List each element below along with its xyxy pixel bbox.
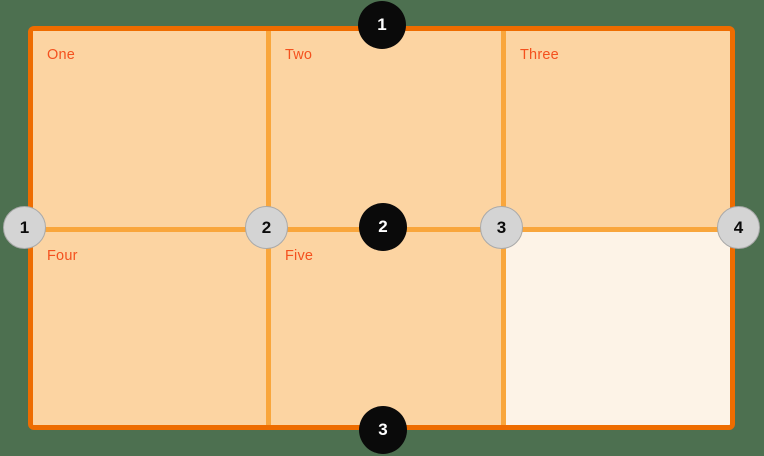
row-handle-2[interactable]: 2 [359,203,407,251]
grid-cell-two-label: Two [285,47,313,63]
grid-cell-empty[interactable] [506,232,730,425]
grid-cell-five-label: Five [285,248,314,264]
grid-cell-three-label: Three [520,47,559,63]
grid-cell-two[interactable]: Two [271,31,501,227]
grid-cell-four-label: Four [47,248,78,264]
grid-cell-five[interactable]: Five [271,232,501,425]
grid-cell-four[interactable]: Four [33,232,266,425]
row-handle-1[interactable]: 1 [358,1,406,49]
grid-container: One Two Three Four Five [28,26,735,430]
column-handle-3[interactable]: 3 [480,206,523,249]
grid-cell-one[interactable]: One [33,31,266,227]
column-handle-4[interactable]: 4 [717,206,760,249]
grid-cell-one-label: One [47,47,76,63]
column-handle-1[interactable]: 1 [3,206,46,249]
grid-cell-three[interactable]: Three [506,31,730,227]
row-handle-3[interactable]: 3 [359,406,407,454]
column-handle-2[interactable]: 2 [245,206,288,249]
